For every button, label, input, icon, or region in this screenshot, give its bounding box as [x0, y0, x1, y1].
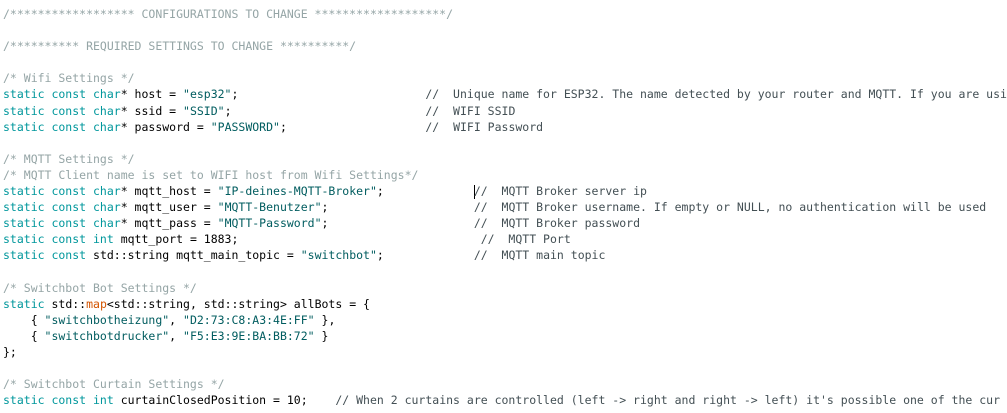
string-literal: "switchbotdrucker" [44, 328, 170, 343]
blank-line[interactable] [0, 360, 1007, 376]
code-line[interactable]: static std::map<std::string, std::string… [0, 296, 1007, 312]
keyword: static const [3, 248, 87, 263]
keyword: static const int [3, 232, 114, 247]
block-comment: /* Switchbot Bot Settings */ [3, 280, 197, 295]
code-line[interactable]: /* MQTT Client name is set to WIFI host … [0, 167, 1007, 183]
code-text: ; [224, 103, 426, 118]
code-line[interactable]: static const char* host = "esp32"; // Un… [0, 86, 1007, 102]
code-line[interactable]: /****************** CONFIGURATIONS TO CH… [0, 6, 1007, 22]
code-text: curtainClosedPosition = 10; [113, 393, 336, 408]
inline-comment: // WIFI Password [425, 119, 544, 134]
blank-line[interactable] [0, 54, 1007, 70]
code-line[interactable]: /********** REQUIRED SETTINGS TO CHANGE … [0, 38, 1007, 54]
keyword: static const char [3, 200, 121, 215]
inline-comment: // When 2 curtains are controlled (left … [335, 393, 1001, 408]
code-line[interactable]: static const char* ssid = "SSID"; // WIF… [0, 103, 1007, 119]
keyword: static const char [3, 119, 121, 134]
block-comment: /****************** CONFIGURATIONS TO CH… [3, 7, 454, 21]
text-cursor [473, 184, 476, 199]
code-line[interactable]: { "switchbotheizung", "D2:73:C8:A3:4E:FF… [0, 312, 1007, 328]
code-line[interactable]: }; [0, 344, 1007, 360]
block-comment: /* Switchbot Curtain Settings */ [3, 377, 225, 392]
inline-comment: // MQTT Broker password [473, 216, 640, 231]
block-comment: /* Wifi Settings */ [3, 71, 135, 86]
code-text: * password = [120, 119, 211, 134]
code-text: ; [231, 87, 426, 102]
code-line[interactable]: { "switchbotdrucker", "F5:E3:9E:BA:BB:72… [0, 328, 1007, 344]
code-text: * mqtt_host = [120, 184, 218, 199]
keyword: static const int [3, 393, 114, 408]
code-text: ; [321, 200, 474, 215]
string-literal: "IP-deines-MQTT-Broker" [217, 184, 377, 199]
string-literal: "esp32" [183, 87, 232, 102]
inline-comment: // MQTT Broker username. If empty or NUL… [473, 200, 987, 215]
string-literal: "D2:73:C8:A3:4E:FF" [183, 312, 315, 327]
code-line[interactable]: /* MQTT Settings */ [0, 151, 1007, 167]
keyword: static const char [3, 184, 121, 199]
code-line[interactable]: /* Switchbot Bot Settings */ [0, 280, 1007, 296]
code-text: std:: [44, 296, 87, 311]
string-literal: "F5:E3:9E:BA:BB:72" [183, 328, 315, 343]
code-text: ; [376, 248, 474, 263]
code-line[interactable]: static const char* mqtt_pass = "MQTT-Pas… [0, 215, 1007, 231]
code-text: std::string mqtt_main_topic = [86, 248, 301, 263]
code-text: * mqtt_user = [120, 200, 218, 215]
keyword: static const char [3, 103, 121, 118]
code-line[interactable]: /* Switchbot Curtain Settings */ [0, 376, 1007, 392]
code-text: * host = [120, 87, 184, 102]
string-literal: "switchbot" [300, 248, 377, 263]
type-name: map [86, 296, 107, 311]
code-text: , [169, 328, 184, 343]
code-text: ; [376, 184, 474, 199]
code-text: <std::string, std::string> allBots = { [106, 296, 370, 311]
code-line[interactable]: static const int curtainClosedPosition =… [0, 392, 1007, 408]
keyword: static const char [3, 216, 121, 231]
blank-line[interactable] [0, 264, 1007, 280]
code-line[interactable]: static const int mqtt_port = 1883; // MQ… [0, 231, 1007, 247]
block-comment: /* MQTT Client name is set to WIFI host … [3, 167, 419, 182]
blank-line[interactable] [0, 135, 1007, 151]
code-text: * mqtt_pass = [120, 216, 218, 231]
code-text: mqtt_port = 1883; [113, 232, 481, 247]
code-text: , [169, 312, 184, 327]
code-text: { [3, 328, 45, 343]
code-text: }; [3, 344, 17, 359]
inline-comment: // MQTT main topic [473, 248, 606, 263]
blank-line[interactable] [0, 22, 1007, 38]
block-comment: /* MQTT Settings */ [3, 151, 135, 166]
string-literal: "MQTT-Password" [217, 216, 322, 231]
string-literal: "MQTT-Benutzer" [217, 200, 322, 215]
inline-comment: // Unique name for ESP32. The name detec… [425, 87, 1007, 102]
string-literal: "PASSWORD" [210, 119, 280, 134]
code-line[interactable]: static const char* mqtt_user = "MQTT-Ben… [0, 199, 1007, 215]
inline-comment: // MQTT Port [480, 232, 571, 247]
code-line[interactable]: /* Wifi Settings */ [0, 70, 1007, 86]
code-text: } [314, 328, 329, 343]
code-text: { [3, 312, 45, 327]
code-line[interactable]: static const char* password = "PASSWORD"… [0, 119, 1007, 135]
code-text: }, [314, 312, 336, 327]
code-line[interactable]: static const char* mqtt_host = "IP-deine… [0, 183, 1007, 199]
code-text: ; [321, 216, 474, 231]
keyword: static [3, 296, 45, 311]
code-line[interactable]: static const std::string mqtt_main_topic… [0, 247, 1007, 263]
string-literal: "switchbotheizung" [44, 312, 170, 327]
inline-comment: // MQTT Broker server ip [473, 184, 647, 199]
string-literal: "SSID" [183, 103, 225, 118]
code-text: * ssid = [120, 103, 184, 118]
code-text: ; [279, 119, 426, 134]
inline-comment: // WIFI SSID [425, 103, 516, 118]
block-comment: /********** REQUIRED SETTINGS TO CHANGE … [3, 39, 357, 54]
keyword: static const char [3, 87, 121, 102]
